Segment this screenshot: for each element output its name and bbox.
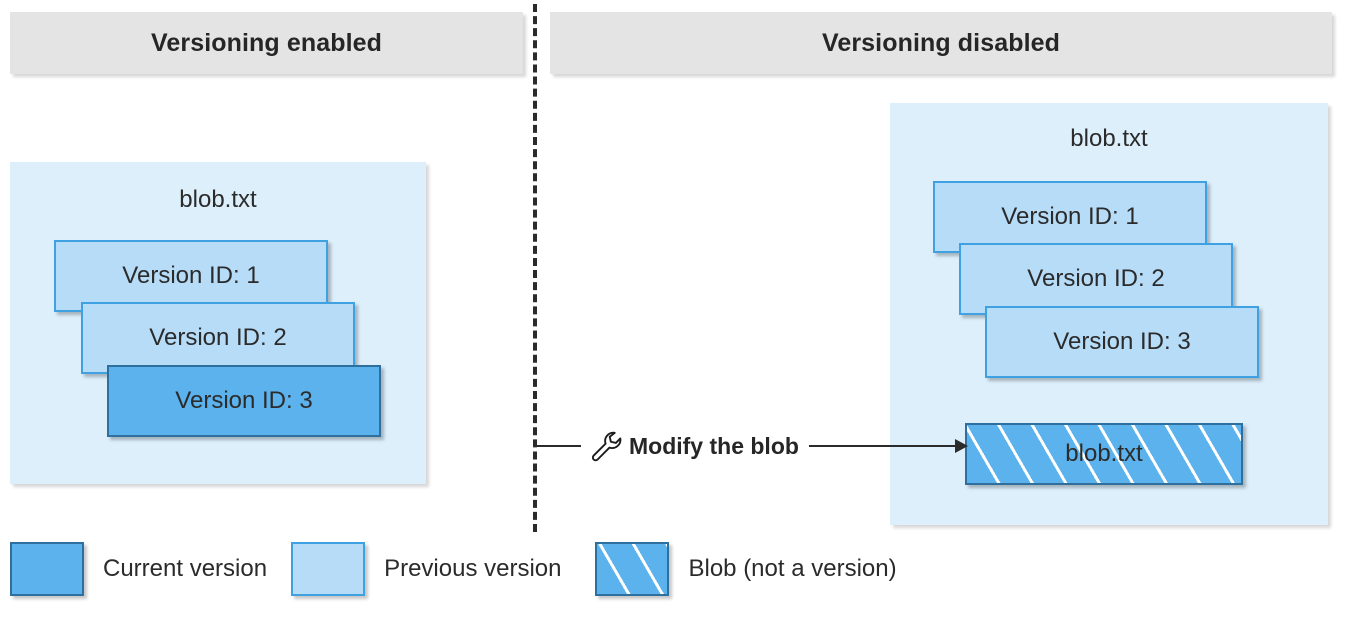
legend-item-blob-not-a-version: Blob (not a version) — [595, 542, 897, 596]
column-header-left-label: Versioning enabled — [150, 28, 383, 57]
panel-left-title: blob.txt — [179, 186, 257, 213]
right-version-box-2: Version ID: 2 — [959, 243, 1233, 315]
right-version-box-3: Version ID: 3 — [985, 306, 1259, 378]
legend-swatch-previous-version — [291, 542, 366, 596]
column-header-versioning-disabled: Versioning disabled — [550, 12, 1332, 74]
legend-swatch-current-version — [10, 542, 84, 596]
modify-the-blob-label: Modify the blob — [629, 432, 799, 459]
legend-label-current-version: Current version — [103, 555, 268, 582]
left-version-box-3-current: Version ID: 3 — [107, 365, 381, 437]
panel-versioning-disabled: blob.txt Version ID: 1 Version ID: 2 Ver… — [890, 103, 1328, 525]
right-version-box-3-label: Version ID: 3 — [1053, 328, 1191, 355]
legend-label-previous-version: Previous version — [384, 555, 562, 582]
right-blob-box-not-a-version: blob.txt — [965, 423, 1243, 485]
panel-right-title: blob.txt — [1070, 125, 1148, 152]
left-version-box-1: Version ID: 1 — [54, 240, 328, 312]
right-version-box-1-label: Version ID: 1 — [1001, 203, 1139, 230]
modify-arrow-icon — [808, 439, 968, 453]
right-blob-box-label: blob.txt — [1065, 440, 1143, 467]
left-version-box-3-label: Version ID: 3 — [175, 387, 313, 414]
panel-versioning-enabled: blob.txt Version ID: 1 Version ID: 2 Ver… — [10, 162, 426, 484]
vertical-dashed-divider — [533, 4, 537, 532]
modify-the-blob-action: Modify the blob — [533, 424, 968, 468]
legend-item-previous-version: Previous version — [291, 542, 561, 596]
right-version-box-2-label: Version ID: 2 — [1027, 265, 1165, 292]
legend-label-blob-not-a-version: Blob (not a version) — [688, 555, 897, 582]
column-header-versioning-enabled: Versioning enabled — [10, 12, 523, 74]
legend: Current version Previous version Blob (n… — [10, 541, 897, 597]
left-version-box-1-label: Version ID: 1 — [122, 262, 260, 289]
modify-lead-line — [533, 445, 581, 447]
left-version-box-2-label: Version ID: 2 — [149, 324, 287, 351]
legend-swatch-blob-not-a-version — [595, 542, 670, 596]
legend-item-current-version: Current version — [10, 542, 267, 596]
wrench-icon — [591, 431, 622, 462]
left-version-box-2: Version ID: 2 — [81, 302, 355, 374]
column-header-right-label: Versioning disabled — [821, 28, 1061, 57]
